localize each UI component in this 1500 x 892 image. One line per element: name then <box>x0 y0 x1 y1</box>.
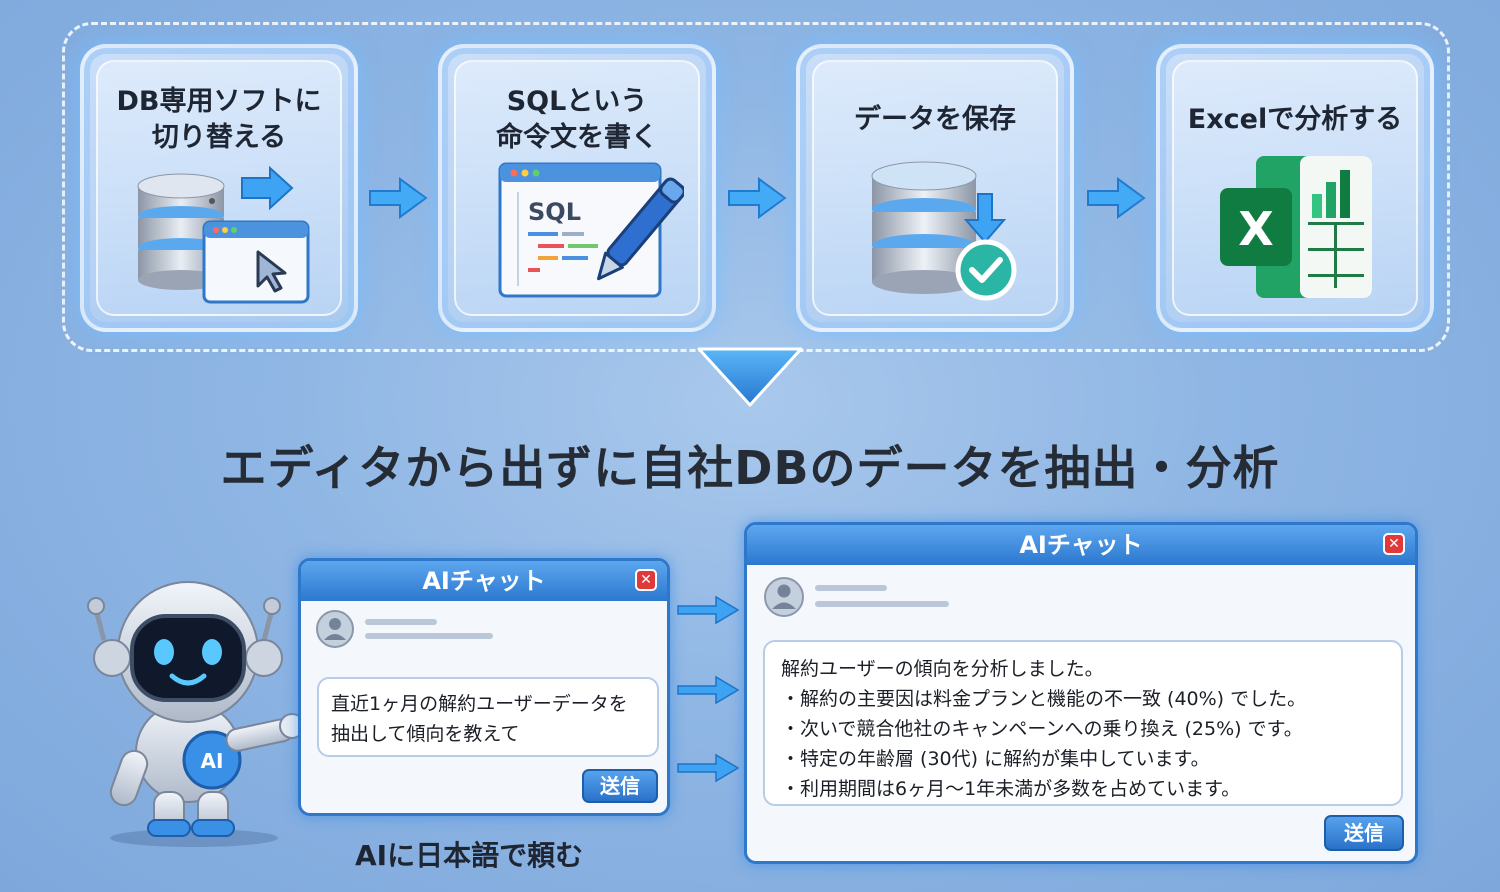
user-avatar-icon <box>764 577 949 617</box>
robot-mascot-icon: AI <box>87 581 305 847</box>
step-label: Excelで分析する <box>1187 104 1403 135</box>
sql-editor-icon: SQL <box>498 162 684 298</box>
caption: AIに日本語で頼む <box>355 839 584 872</box>
step-card-write-sql: SQLという 命令文を書く SQL <box>438 44 716 332</box>
send-button[interactable]: 送信 <box>582 769 658 803</box>
connect-arrow-icon <box>677 753 740 783</box>
step-label: SQLという 命令文を書く <box>496 86 658 153</box>
ai-response-box: 解約ユーザーの傾向を分析しました。 ・解約の主要因は料金プランと機能の不一致 (… <box>763 640 1403 806</box>
chat-title: AIチャット <box>422 567 546 595</box>
flow-arrow-icon <box>369 177 428 219</box>
connect-arrow-icon <box>677 675 740 705</box>
close-button[interactable]: ✕ <box>1383 533 1405 555</box>
flow-arrow-icon <box>728 177 787 219</box>
left-chat-window: AIチャット ✕ 直近1ヶ月の解約ユーザーデータを 抽出して傾向を教えて 送信 <box>298 558 670 816</box>
robot-badge-text: AI <box>201 749 224 773</box>
chat-titlebar: AIチャット ✕ <box>301 561 667 601</box>
right-chat-window: AIチャット ✕ 解約ユーザーの傾向を分析しました。 ・解約の主要因は料金プラン… <box>744 522 1418 864</box>
headline: エディタから出ずに自社DBのデータを抽出・分析 <box>220 441 1280 495</box>
step-card-switch-software: DB専用ソフトに 切り替える <box>80 44 358 332</box>
send-button[interactable]: 送信 <box>1324 815 1404 851</box>
chat-title: AIチャット <box>1019 531 1143 559</box>
message-line: 抽出して傾向を教えて <box>331 723 520 745</box>
close-button[interactable]: ✕ <box>635 569 657 591</box>
database-save-icon <box>871 161 1017 301</box>
message-line: 直近1ヶ月の解約ユーザーデータを <box>331 693 628 715</box>
down-arrow-icon <box>697 347 803 407</box>
response-line: ・次いで競合他社のキャンペーンへの乗り換え (25%) です。 <box>781 718 1303 740</box>
flow-arrow-icon <box>1087 177 1146 219</box>
response-line: ・解約の主要因は料金プランと機能の不一致 (40%) でした。 <box>781 688 1307 710</box>
chat-titlebar: AIチャット ✕ <box>747 525 1415 565</box>
response-line: 解約ユーザーの傾向を分析しました。 <box>781 658 1104 680</box>
sql-text: SQL <box>528 198 581 226</box>
user-message-box: 直近1ヶ月の解約ユーザーデータを 抽出して傾向を教えて <box>317 677 659 757</box>
step-card-excel-analysis: Excelで分析する X <box>1156 44 1434 332</box>
excel-icon: X <box>1220 156 1372 298</box>
response-line: ・特定の年齢層 (30代) に解約が集中しています。 <box>781 748 1210 770</box>
step-card-save-data: データを保存 <box>796 44 1074 332</box>
user-avatar-icon <box>316 610 493 648</box>
connect-arrow-icon <box>677 595 740 625</box>
step-label: DB専用ソフトに 切り替える <box>116 86 322 153</box>
database-switch-icon <box>137 165 310 304</box>
excel-letter: X <box>1238 202 1273 256</box>
response-line: ・利用期間は6ヶ月〜1年未満が多数を占めています。 <box>781 778 1241 800</box>
step-label: データを保存 <box>854 104 1016 135</box>
